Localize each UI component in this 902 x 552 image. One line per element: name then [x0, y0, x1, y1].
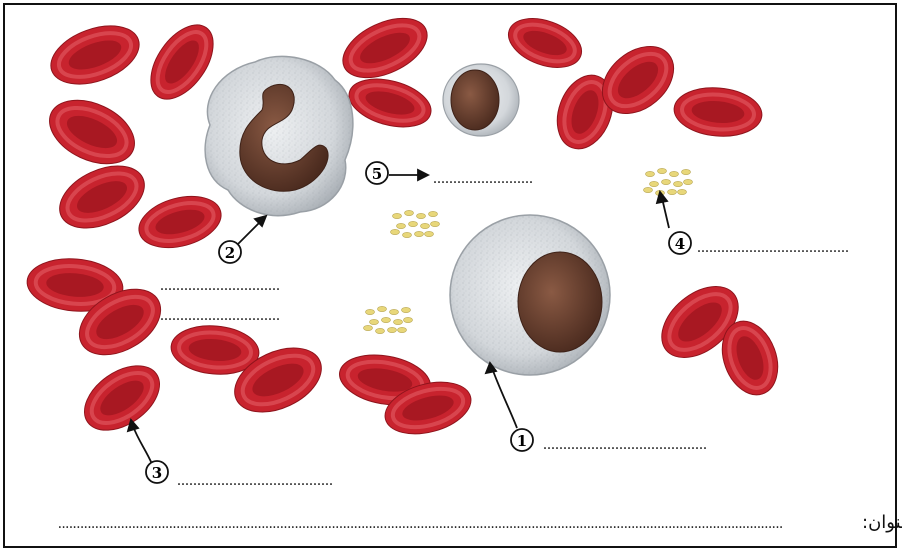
platelet — [674, 181, 683, 186]
title-label: العنوان: — [862, 512, 902, 533]
platelet — [404, 317, 413, 322]
arrow-4 — [657, 192, 669, 228]
answer-line-1[interactable]: ........................................… — [543, 436, 707, 453]
platelet — [678, 189, 687, 194]
platelet — [397, 223, 406, 228]
platelet — [421, 223, 430, 228]
red-blood-cell — [334, 6, 437, 89]
red-blood-cell — [502, 9, 588, 76]
number-label-1: 1 — [511, 429, 533, 451]
platelet — [388, 327, 397, 332]
platelet — [378, 306, 387, 311]
platelet-cluster — [644, 168, 693, 195]
svg-text:4: 4 — [675, 235, 685, 253]
platelet — [391, 229, 400, 234]
platelet — [409, 221, 418, 226]
platelet — [429, 211, 438, 216]
platelet — [417, 213, 426, 218]
svg-text:3: 3 — [152, 464, 162, 482]
platelet — [366, 309, 375, 314]
answer-line-extra-1[interactable]: .............................. — [160, 277, 280, 294]
red-blood-cells — [25, 6, 788, 443]
red-blood-cell — [133, 188, 227, 256]
platelet — [382, 317, 391, 322]
number-label-5: 5 — [366, 162, 388, 184]
red-blood-cell — [39, 88, 144, 177]
arrow-2 — [238, 216, 266, 244]
arrow-3 — [128, 420, 152, 464]
platelet — [370, 319, 379, 324]
platelet-cluster — [391, 210, 440, 237]
arrow-5 — [389, 170, 428, 180]
number-label-3: 3 — [146, 461, 168, 483]
red-blood-cell — [672, 84, 764, 139]
answer-line-3[interactable]: ....................................... — [177, 472, 333, 489]
platelet — [682, 169, 691, 174]
number-label-4: 4 — [669, 232, 691, 254]
platelet-cluster — [364, 306, 413, 333]
title-answer-line[interactable]: ........................................… — [58, 515, 783, 532]
platelet — [425, 231, 434, 236]
platelet — [431, 221, 440, 226]
svg-text:1: 1 — [517, 432, 527, 450]
svg-text:2: 2 — [225, 244, 235, 262]
platelet — [670, 171, 679, 176]
answer-line-4[interactable]: ...................................... — [697, 239, 849, 256]
platelet — [668, 189, 677, 194]
platelet — [390, 309, 399, 314]
platelet — [658, 168, 667, 173]
platelet — [398, 327, 407, 332]
platelet — [662, 179, 671, 184]
answer-line-extra-2[interactable]: .............................. — [160, 307, 280, 324]
red-blood-cell — [344, 71, 437, 135]
platelet — [364, 325, 373, 330]
platelet — [405, 210, 414, 215]
platelet — [650, 181, 659, 186]
platelet — [403, 232, 412, 237]
white-blood-cell-2 — [205, 56, 353, 215]
number-label-2: 2 — [219, 241, 241, 263]
platelet — [394, 319, 403, 324]
white-blood-cell-1 — [450, 215, 610, 375]
platelet — [684, 179, 693, 184]
platelet — [402, 307, 411, 312]
svg-text:5: 5 — [372, 165, 382, 183]
red-blood-cell — [43, 15, 147, 95]
platelet — [644, 187, 653, 192]
platelet — [646, 171, 655, 176]
platelet — [376, 328, 385, 333]
white-blood-cell-5 — [443, 64, 519, 136]
platelet — [415, 231, 424, 236]
answer-line-5[interactable]: ......................... — [433, 170, 533, 187]
red-blood-cell — [73, 353, 172, 444]
platelet — [393, 213, 402, 218]
